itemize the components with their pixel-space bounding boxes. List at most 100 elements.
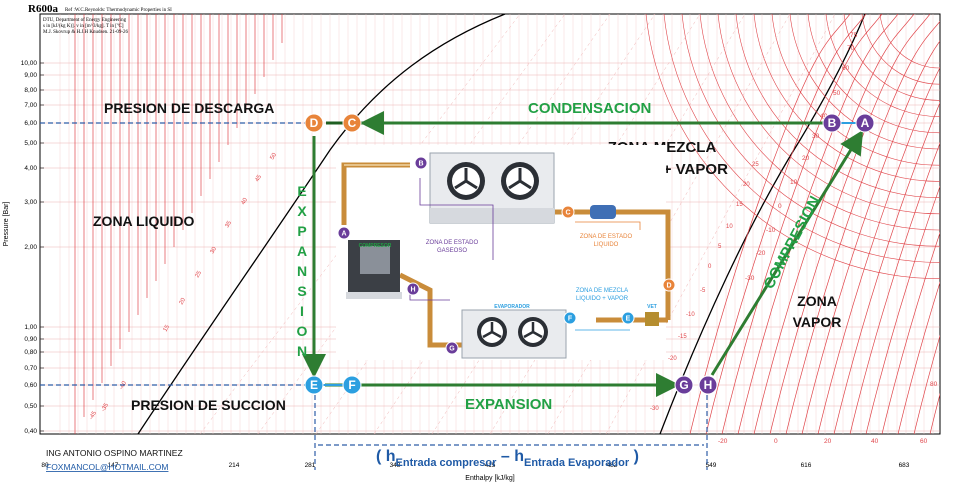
- inset-point-a: A: [337, 226, 351, 240]
- y-tick-11: 0,80: [24, 349, 37, 356]
- formula-sub-compressor: Entrada compresor: [396, 457, 498, 469]
- temp-label-bottom-2: 20: [824, 438, 832, 445]
- chart-info-3: M.J. Skovrup & H.J.H Knudsen. 21-09-26: [43, 30, 129, 35]
- temp-label-right-10: 70: [847, 45, 855, 52]
- vapor-isentrope: [785, 20, 940, 434]
- expansion-letter-4: N: [297, 263, 307, 279]
- vapor-isentrope: [833, 101, 940, 434]
- inset-point-f-marker: [563, 311, 577, 325]
- inset-point-g: G: [445, 341, 459, 355]
- y-tick-15: 0,40: [24, 428, 37, 435]
- temp-label-liquid-6: 30: [210, 246, 219, 255]
- saturated-liquid-curve: [137, 14, 506, 434]
- x-axis-label: Enthalpy [kJ/kg]: [465, 475, 514, 482]
- inset-liquid-zone-2: LIQUIDO: [594, 242, 619, 248]
- vapor-isotherm: [789, 14, 940, 150]
- temp-label-vapor-5: -5: [700, 288, 706, 294]
- point-g-label: G: [679, 378, 688, 392]
- y-tick-4: 6,00: [24, 120, 37, 127]
- vapor-isentrope: [721, 14, 883, 434]
- point-f: F: [342, 375, 362, 395]
- condenser-base: [430, 208, 554, 223]
- y-tick-8: 2,00: [24, 244, 37, 251]
- vapor-isentrope: [737, 14, 899, 434]
- inset-gas-zone-1: ZONA DE ESTADO: [426, 240, 479, 246]
- temp-label-bottom-0: -20: [718, 438, 728, 445]
- vapor-isotherm: [699, 14, 940, 231]
- x-tick-0: 80: [41, 462, 49, 469]
- point-b: B: [822, 113, 842, 133]
- x-tick-5: 415: [485, 462, 496, 469]
- label-vapor-zone-1: ZONA: [797, 293, 837, 309]
- expansion-letter-6: I: [300, 303, 304, 319]
- point-e: E: [304, 375, 324, 395]
- vapor-isotherm: [753, 14, 940, 182]
- inset-point-f: F: [563, 311, 577, 325]
- temp-label-liquid-8: 40: [241, 197, 250, 206]
- vapor-isentrope: [881, 231, 940, 434]
- temp-label-vapor-7: 5: [718, 244, 722, 250]
- liquid-zone-pointer: [575, 221, 641, 230]
- condenser-fan-1-icon: [447, 162, 485, 200]
- inset-point-h: H: [406, 282, 420, 296]
- pipe-suction: [398, 272, 462, 348]
- chart-subtitle: Ref :W.C.Reynolds: Thermodynamic Propert…: [65, 8, 172, 13]
- temp-label-right-4: 10: [790, 179, 798, 186]
- label-suction-pressure: PRESION DE SUCCION: [131, 397, 286, 413]
- author-email[interactable]: FOXMANCOL@HOTMAIL.COM: [46, 462, 168, 472]
- inset-mix-zone-2: LIQUIDO + VAPOR: [576, 296, 629, 302]
- temp-label-liquid-0: -45: [89, 410, 99, 421]
- filter-drier-icon: [590, 205, 616, 219]
- temp-label-bottom-1: 0: [774, 438, 778, 445]
- point-e-label: E: [310, 378, 318, 392]
- y-tick-10: 0,90: [24, 336, 37, 343]
- y-tick-labels: 10,009,008,007,006,005,004,003,002,001,0…: [21, 60, 44, 435]
- author-name: ING ANTONIO OSPINO MARTINEZ: [46, 448, 183, 458]
- quality-line: [315, 14, 611, 434]
- point-d-label: D: [310, 116, 319, 130]
- label-liquid-zone: ZONA LIQUIDO: [93, 213, 194, 229]
- temp-label-bottom-4: 60: [920, 438, 928, 445]
- inset-point-a-label: A: [341, 231, 346, 238]
- vapor-isentrope: [689, 14, 851, 434]
- condenser-fan-2-icon: [501, 162, 539, 200]
- temp-label-right-8: 50: [833, 90, 841, 97]
- inset-point-a-marker: [337, 226, 351, 240]
- y-axis-label: Pressure [Bar]: [3, 202, 10, 247]
- expansion-letter-0: E: [297, 183, 306, 199]
- quality-line: [605, 14, 836, 434]
- refrigeration-schematic: ZONA DE ESTADO GASEOSO ZONA DE ESTADO LI…: [336, 145, 671, 360]
- temp-label-liquid-7: 35: [225, 220, 234, 229]
- temp-label-vapor-0: -30: [650, 406, 659, 412]
- inset-compressor: COMPRESOR: [359, 243, 392, 249]
- evaporator-fan-2-icon: [518, 317, 548, 347]
- point-f-marker: [342, 375, 362, 395]
- point-h-marker: [698, 375, 718, 395]
- vapor-isotherm: [681, 14, 940, 247]
- vapor-isotherm: [879, 14, 940, 69]
- inset-mix-zone-1: ZONA DE MEZCLA: [576, 288, 628, 294]
- label-expansion-vertical: EXPANSION: [297, 183, 308, 359]
- temp-label-right-3: 0: [778, 203, 782, 210]
- point-a-label: A: [861, 116, 870, 130]
- x-tick-1: 147: [108, 462, 119, 469]
- temp-label-right-2: -10: [766, 227, 776, 234]
- point-a: A: [855, 113, 875, 133]
- vapor-isentrope: [865, 185, 940, 434]
- inset-valve: VET: [647, 304, 657, 310]
- temp-label-vapor-2: -20: [668, 356, 677, 362]
- vapor-isentrope: [801, 40, 940, 434]
- y-tick-9: 1,00: [24, 324, 37, 331]
- x-tick-6: 482: [607, 462, 618, 469]
- point-c: C: [342, 113, 362, 133]
- inset-point-c-marker: [561, 205, 575, 219]
- inset-point-b-marker: [414, 156, 428, 170]
- inset-point-h-label: H: [410, 287, 415, 294]
- vapor-isentrope: [897, 281, 940, 434]
- inset-point-h-marker: [406, 282, 420, 296]
- chart-info-1: DTU, Department of Energy Engineering: [43, 18, 127, 23]
- formula-close: ): [629, 448, 639, 465]
- expansion-letter-8: N: [297, 343, 307, 359]
